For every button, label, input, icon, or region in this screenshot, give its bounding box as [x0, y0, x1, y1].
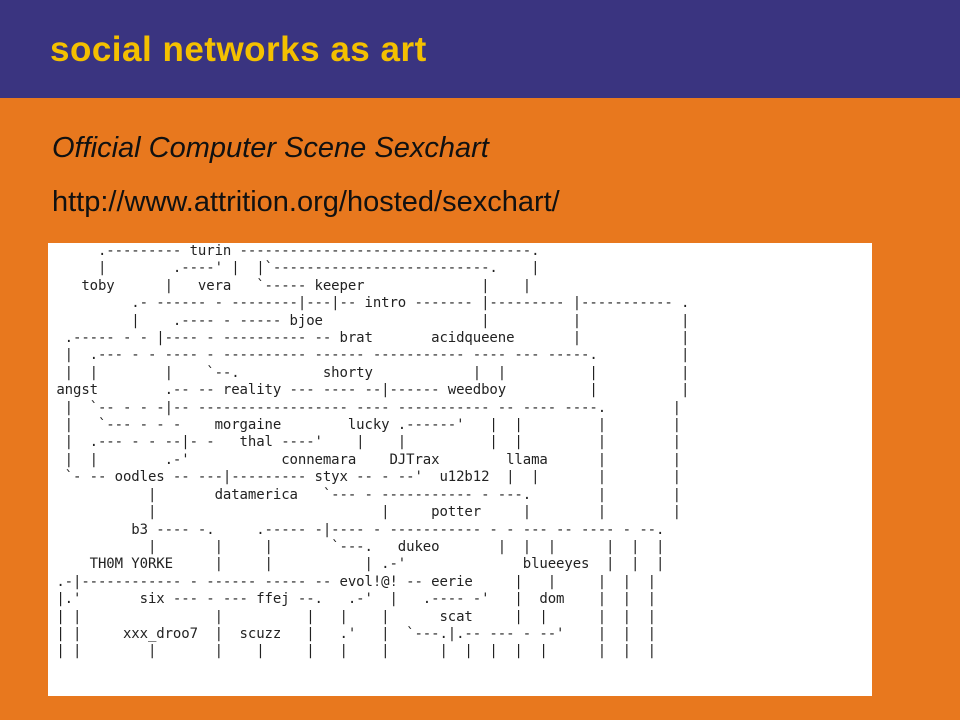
sexchart-image: .--------- turin -----------------------… — [48, 243, 872, 696]
sexchart-ascii-art: .--------- turin -----------------------… — [56, 243, 690, 660]
title-bar: social networks as art — [0, 0, 960, 98]
chart-subtitle: Official Computer Scene Sexchart — [52, 132, 489, 164]
slide-title: social networks as art — [50, 30, 427, 69]
chart-url: http://www.attrition.org/hosted/sexchart… — [52, 186, 560, 218]
